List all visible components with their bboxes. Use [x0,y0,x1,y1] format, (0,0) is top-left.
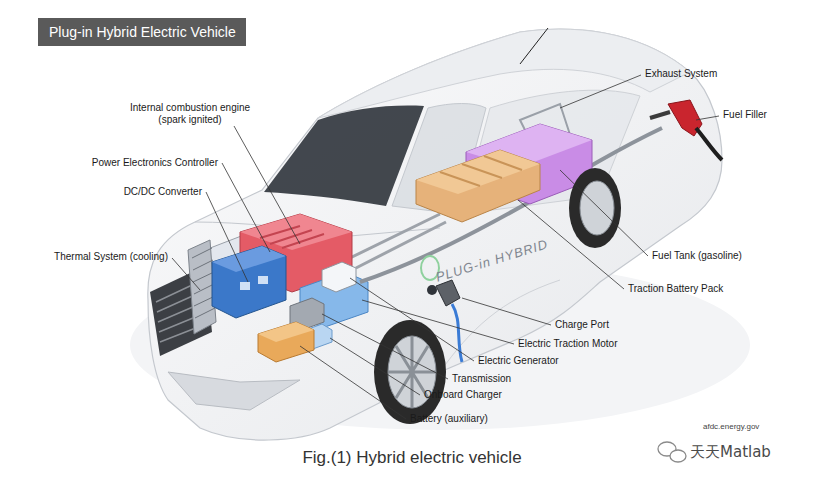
leader-line [206,192,248,282]
bumper [168,372,300,410]
drive-tunnel [350,214,446,268]
car-body [148,29,722,440]
wechat-icon [670,450,686,462]
connector [240,282,250,290]
leader-line [172,258,200,290]
part-label: Onboard Charger [424,389,502,401]
figure-caption: Fig.(1) Hybrid electric vehicle [0,448,824,468]
charge-port [427,285,437,295]
rear-rim [580,181,614,235]
charge-plug [436,280,460,306]
leader-line [222,163,270,252]
leader-line [300,346,406,419]
part-label: Electric Traction Motor [518,338,617,350]
leader-line [462,298,551,325]
power-electronics [212,246,286,318]
auxiliary-battery [258,322,314,362]
watermark: 天天Matlab [690,443,771,461]
source-credit: afdc.energy.gov [703,421,759,433]
leader-line [330,338,420,395]
fuel-hose [696,128,722,160]
part-label: Charge Port [555,319,609,331]
leader-lines [172,75,719,419]
charge-cable [452,304,462,362]
part-label: Thermal System (cooling) [54,251,168,263]
part-label: Fuel Tank (gasoline) [652,250,742,262]
leader-line [322,314,448,379]
engine-top [240,214,352,250]
part-label: DC/DC Converter [124,186,202,198]
part-label: Transmission [452,373,511,385]
part-label: Fuel Filler [723,109,767,121]
part-label: Battery (auxiliary) [410,413,488,425]
part-label: Power Electronics Controller [92,157,218,169]
part-label: Electric Generator [478,355,559,367]
connector [258,276,268,284]
leader-line [362,300,514,344]
title-banner: Plug-in Hybrid Electric Vehicle [38,18,246,46]
traction-battery [416,150,540,222]
part-label: Traction Battery Pack [628,283,723,295]
leader-line [520,28,548,64]
leader-line [560,75,641,108]
leader-line [234,126,300,244]
part-label: Internal combustion engine (spark ignite… [115,102,265,126]
part-label: Exhaust System [645,68,717,80]
auxiliary-battery-top [258,322,314,342]
nozzle-spout [650,112,670,118]
leader-line [696,116,719,120]
power-electronics-top [212,246,286,272]
battery-straps [440,156,522,186]
leader-line [560,170,648,256]
rear-tire [569,168,621,248]
traction-battery-top [416,150,540,194]
generator [322,262,356,292]
leader-line [350,278,474,361]
